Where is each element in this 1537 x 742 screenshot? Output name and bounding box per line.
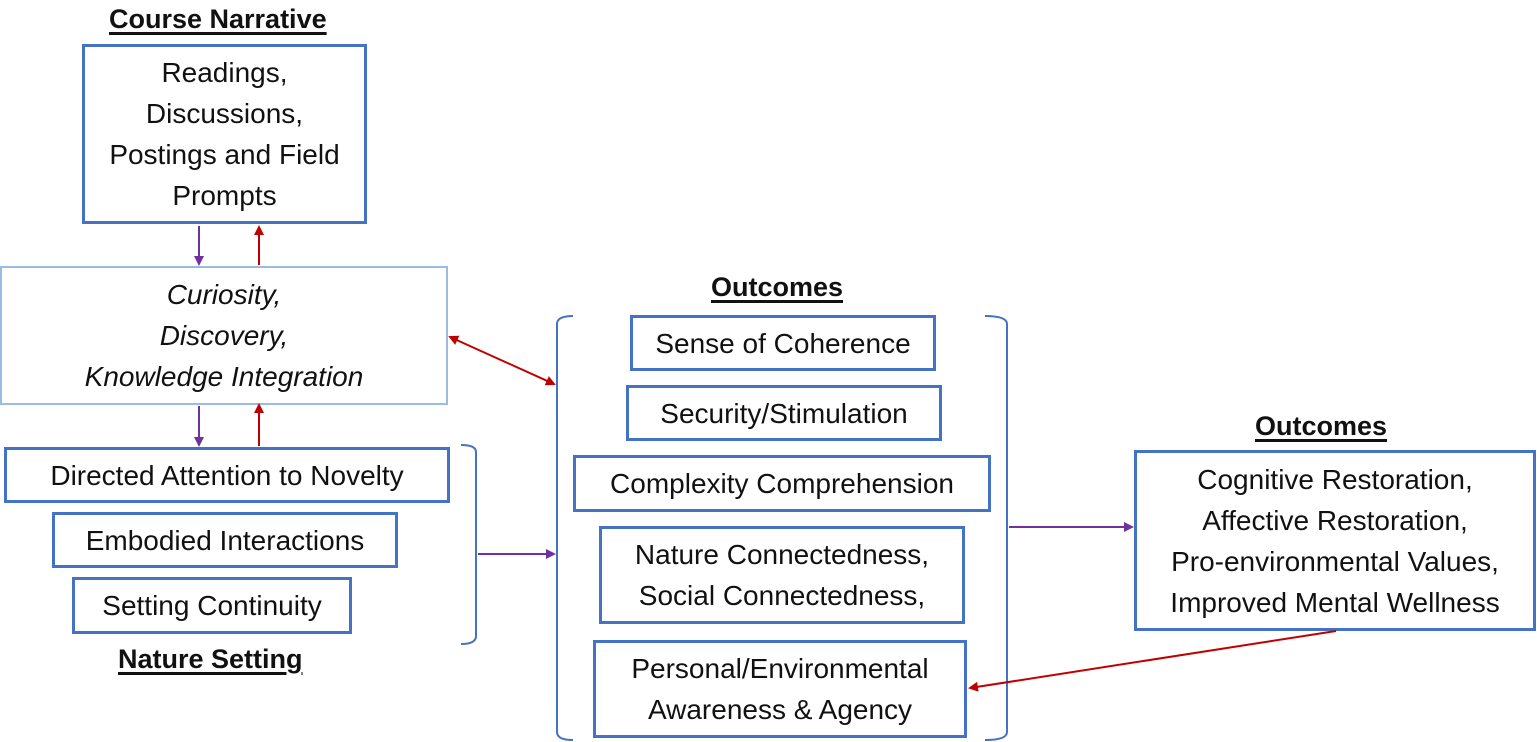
connectedness-box: Nature Connectedness, Social Connectedne… xyxy=(599,526,965,624)
outcomes-left-bracket xyxy=(556,315,574,741)
arrow-final-to-awareness xyxy=(968,630,1337,692)
final-outcomes-text: Cognitive Restoration, Affective Restora… xyxy=(1170,463,1500,618)
connectedness-text: Nature Connectedness, Social Connectedne… xyxy=(634,539,930,611)
security-text: Security/Stimulation xyxy=(660,397,908,429)
awareness-box: Personal/Environmental Awareness & Agenc… xyxy=(593,640,967,738)
setting-continuity-box: Setting Continuity xyxy=(72,577,352,634)
directed-attention-box: Directed Attention to Novelty xyxy=(4,447,450,503)
course-narrative-heading: Course Narrative xyxy=(109,4,327,34)
course-narrative-box: Readings, Discussions, Postings and Fiel… xyxy=(82,44,367,224)
coherence-box: Sense of Coherence xyxy=(630,315,936,371)
arrow-curiosity-outcomes-bidirectional xyxy=(448,335,556,386)
complexity-box: Complexity Comprehension xyxy=(573,455,991,512)
security-box: Security/Stimulation xyxy=(626,385,942,441)
directed-attention-text: Directed Attention to Novelty xyxy=(50,459,404,491)
awareness-text: Personal/Environmental Awareness & Agenc… xyxy=(631,653,929,725)
nature-setting-bracket xyxy=(460,444,477,645)
complexity-text: Complexity Comprehension xyxy=(610,468,954,499)
curiosity-box: Curiosity, Discovery, Knowledge Integrat… xyxy=(0,266,448,405)
embodied-interactions-box: Embodied Interactions xyxy=(52,512,398,568)
final-outcomes-box: Cognitive Restoration, Affective Restora… xyxy=(1134,450,1536,631)
coherence-text: Sense of Coherence xyxy=(655,327,911,359)
setting-continuity-text: Setting Continuity xyxy=(102,590,322,621)
outcomes-right-heading: Outcomes xyxy=(1255,411,1388,441)
curiosity-text: Curiosity, Discovery, Knowledge Integrat… xyxy=(84,279,364,392)
embodied-interactions-text: Embodied Interactions xyxy=(85,524,365,556)
outcomes-right-bracket xyxy=(984,315,1008,741)
outcomes-center-heading: Outcomes xyxy=(711,272,844,302)
nature-setting-heading: Nature Setting xyxy=(118,644,303,674)
course-narrative-text: Readings, Discussions, Postings and Fiel… xyxy=(109,57,340,211)
